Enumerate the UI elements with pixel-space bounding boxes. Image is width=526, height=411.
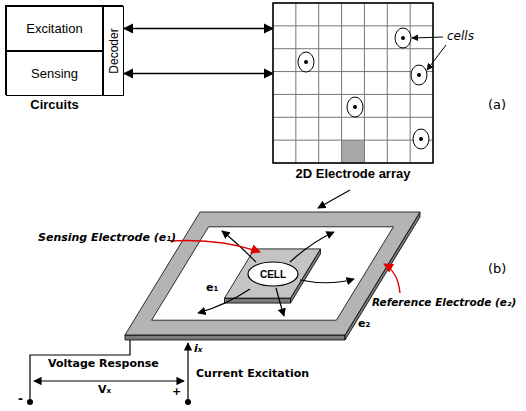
- sensing-electrode: [225, 249, 321, 303]
- pointer-arrow: [384, 264, 400, 293]
- panel-label: (a): [488, 98, 506, 113]
- signal-name: Vₓ: [98, 384, 111, 397]
- decoder-box: Decoder: [103, 6, 124, 96]
- electrode-grid: [273, 3, 433, 163]
- field-line: [198, 231, 354, 316]
- circuit-box: Sensing: [6, 51, 103, 96]
- node-label: Decoder: [107, 28, 121, 73]
- block-heading: 2D Electrode array: [273, 166, 433, 181]
- node-label: CELL: [260, 269, 286, 280]
- terminal: [27, 399, 33, 405]
- callout-label: cells: [447, 30, 474, 44]
- electrode-tag: e₁: [206, 282, 218, 295]
- pointer-arrow: [170, 240, 260, 252]
- detail-pointer: [318, 190, 350, 208]
- part-label: Sensing Electrode (e₁): [38, 232, 176, 245]
- part-label: Reference Electrode (e₂): [372, 296, 516, 308]
- wire: [30, 340, 188, 399]
- signal-arrow: [124, 28, 273, 29]
- signal-label: Voltage Response: [48, 358, 159, 371]
- circuit-box: Excitation: [6, 6, 103, 51]
- node-label: Sensing: [31, 66, 78, 81]
- cell-ellipse: CELL: [247, 261, 299, 287]
- signal-label: Current Excitation: [196, 368, 309, 381]
- polarity-sign: -: [18, 393, 23, 407]
- circuit-block: CircuitsExcitationSensingDecoder: [5, 5, 123, 95]
- signal-arrow: [124, 73, 273, 74]
- panel-label: (b): [488, 262, 506, 277]
- electrode-tag: e₂: [358, 318, 370, 331]
- node-label: Excitation: [26, 21, 82, 36]
- signal-name: iₓ: [194, 343, 202, 356]
- electrode-array: 2D Electrode array: [273, 3, 433, 163]
- terminal: [185, 399, 191, 405]
- block-heading: Circuits: [6, 97, 103, 112]
- polarity-sign: +: [172, 386, 181, 399]
